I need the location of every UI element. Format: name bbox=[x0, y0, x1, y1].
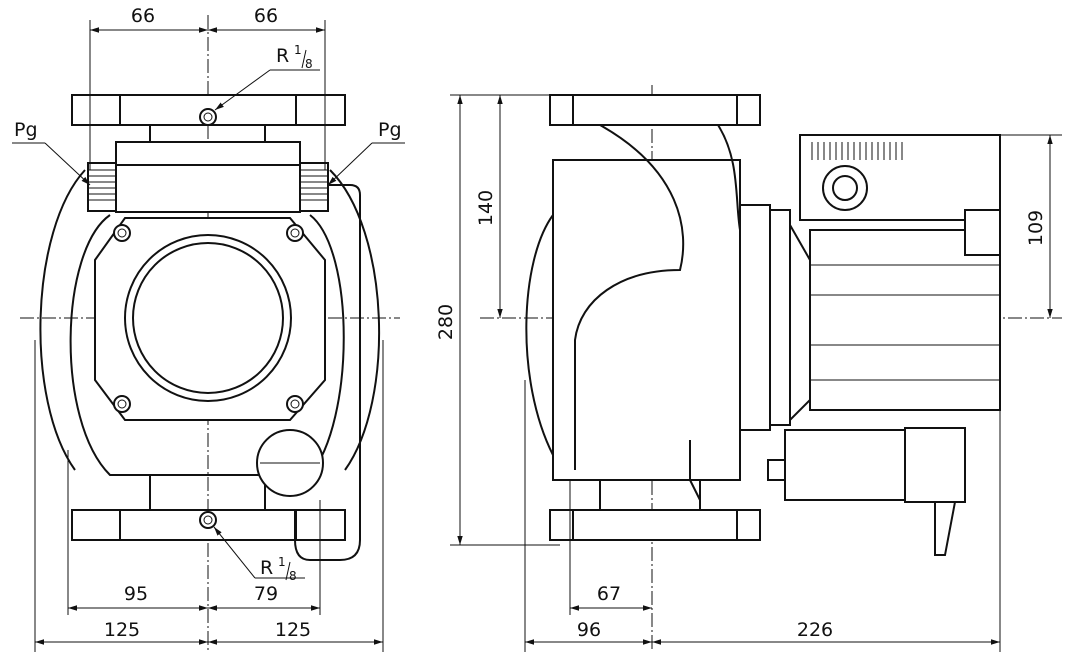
top-port-plug-inner bbox=[203, 112, 213, 122]
port-label-prefix: R bbox=[260, 557, 273, 579]
volute-outline bbox=[39, 169, 381, 471]
speed-selector-knob bbox=[822, 165, 868, 211]
dim-top-right: 66 bbox=[254, 5, 278, 27]
cable-gland-right bbox=[299, 162, 329, 212]
port-label-bottom: R 1 8 bbox=[213, 526, 305, 583]
dim-half-height: 140 bbox=[475, 190, 497, 226]
capacitor-nut bbox=[767, 459, 786, 481]
bolt-inner bbox=[290, 228, 300, 238]
bolt-inner bbox=[117, 399, 127, 409]
cable-outlet bbox=[934, 501, 956, 556]
dim-bottom-right-outer: 125 bbox=[275, 619, 311, 641]
dim-bottom-left-outer: 125 bbox=[104, 619, 140, 641]
rotor-housing bbox=[124, 234, 292, 402]
fraction-slash bbox=[285, 561, 291, 581]
leader-arrow bbox=[214, 69, 271, 111]
side-view: 280 140 109 67 96 226 bbox=[435, 85, 1062, 652]
leader-arrow bbox=[327, 142, 373, 186]
port-label-numerator: 1 bbox=[294, 43, 302, 57]
bottom-port-plug bbox=[199, 511, 217, 529]
cable bbox=[294, 184, 361, 561]
dim-total-height: 280 bbox=[435, 304, 457, 340]
top-flange-side bbox=[549, 94, 761, 126]
volute-outline-side bbox=[525, 214, 554, 456]
flange-edges bbox=[119, 95, 297, 540]
capacitor-side bbox=[784, 429, 906, 501]
leader-arrow bbox=[213, 526, 256, 579]
leader-arrow bbox=[44, 142, 91, 186]
motor-flange-side bbox=[739, 204, 771, 431]
bottom-port-plug-inner bbox=[203, 515, 213, 525]
port-label-denominator: 8 bbox=[289, 569, 297, 583]
bolt bbox=[286, 395, 304, 413]
flange-edges-side bbox=[572, 95, 738, 540]
dim-top-left: 66 bbox=[131, 5, 155, 27]
dim-motor-length: 226 bbox=[797, 619, 833, 641]
rotor-housing-inner bbox=[132, 242, 284, 394]
dim-bottom-right-inner: 79 bbox=[254, 583, 278, 605]
motor-can bbox=[809, 229, 1001, 411]
motor-transition bbox=[789, 221, 811, 423]
dim-offset-inner: 67 bbox=[597, 583, 621, 605]
motor-can-ribs bbox=[810, 264, 1000, 381]
cable-gland-threads bbox=[88, 169, 328, 201]
motor-adapter bbox=[769, 209, 791, 426]
bolt-inner bbox=[117, 228, 127, 238]
pg-label-right: Pg bbox=[378, 119, 402, 141]
pump-housing bbox=[69, 214, 345, 476]
dim-box-height: 109 bbox=[1025, 210, 1047, 246]
top-port-plug bbox=[199, 108, 217, 126]
flange-necks bbox=[149, 125, 266, 510]
dim-offset-left: 96 bbox=[577, 619, 601, 641]
bottom-flange-side bbox=[549, 509, 761, 541]
port-label-top: R 1 8 bbox=[214, 43, 320, 111]
terminal-head bbox=[115, 141, 301, 213]
control-box-clip bbox=[964, 209, 1001, 256]
speed-selector-knob-inner bbox=[832, 175, 858, 201]
body-contour bbox=[689, 440, 701, 501]
port-label-prefix: R bbox=[276, 45, 289, 67]
bolts bbox=[113, 224, 304, 413]
bolt-inner bbox=[290, 399, 300, 409]
bolt bbox=[113, 224, 131, 242]
port-label-denominator: 8 bbox=[305, 57, 313, 71]
port-label-numerator: 1 bbox=[278, 555, 286, 569]
dim-bottom-left-inner: 95 bbox=[124, 583, 148, 605]
cable-gland-left bbox=[87, 162, 117, 212]
bolt bbox=[113, 395, 131, 413]
front-view: 66 66 R 1 8 R 1 8 Pg Pg bbox=[12, 5, 405, 652]
bolt bbox=[286, 224, 304, 242]
vent-slots bbox=[811, 142, 903, 160]
fraction-slash bbox=[301, 49, 307, 69]
capacitor-cap bbox=[904, 427, 966, 503]
pg-label-left: Pg bbox=[14, 119, 38, 141]
internal-passage bbox=[574, 124, 741, 470]
